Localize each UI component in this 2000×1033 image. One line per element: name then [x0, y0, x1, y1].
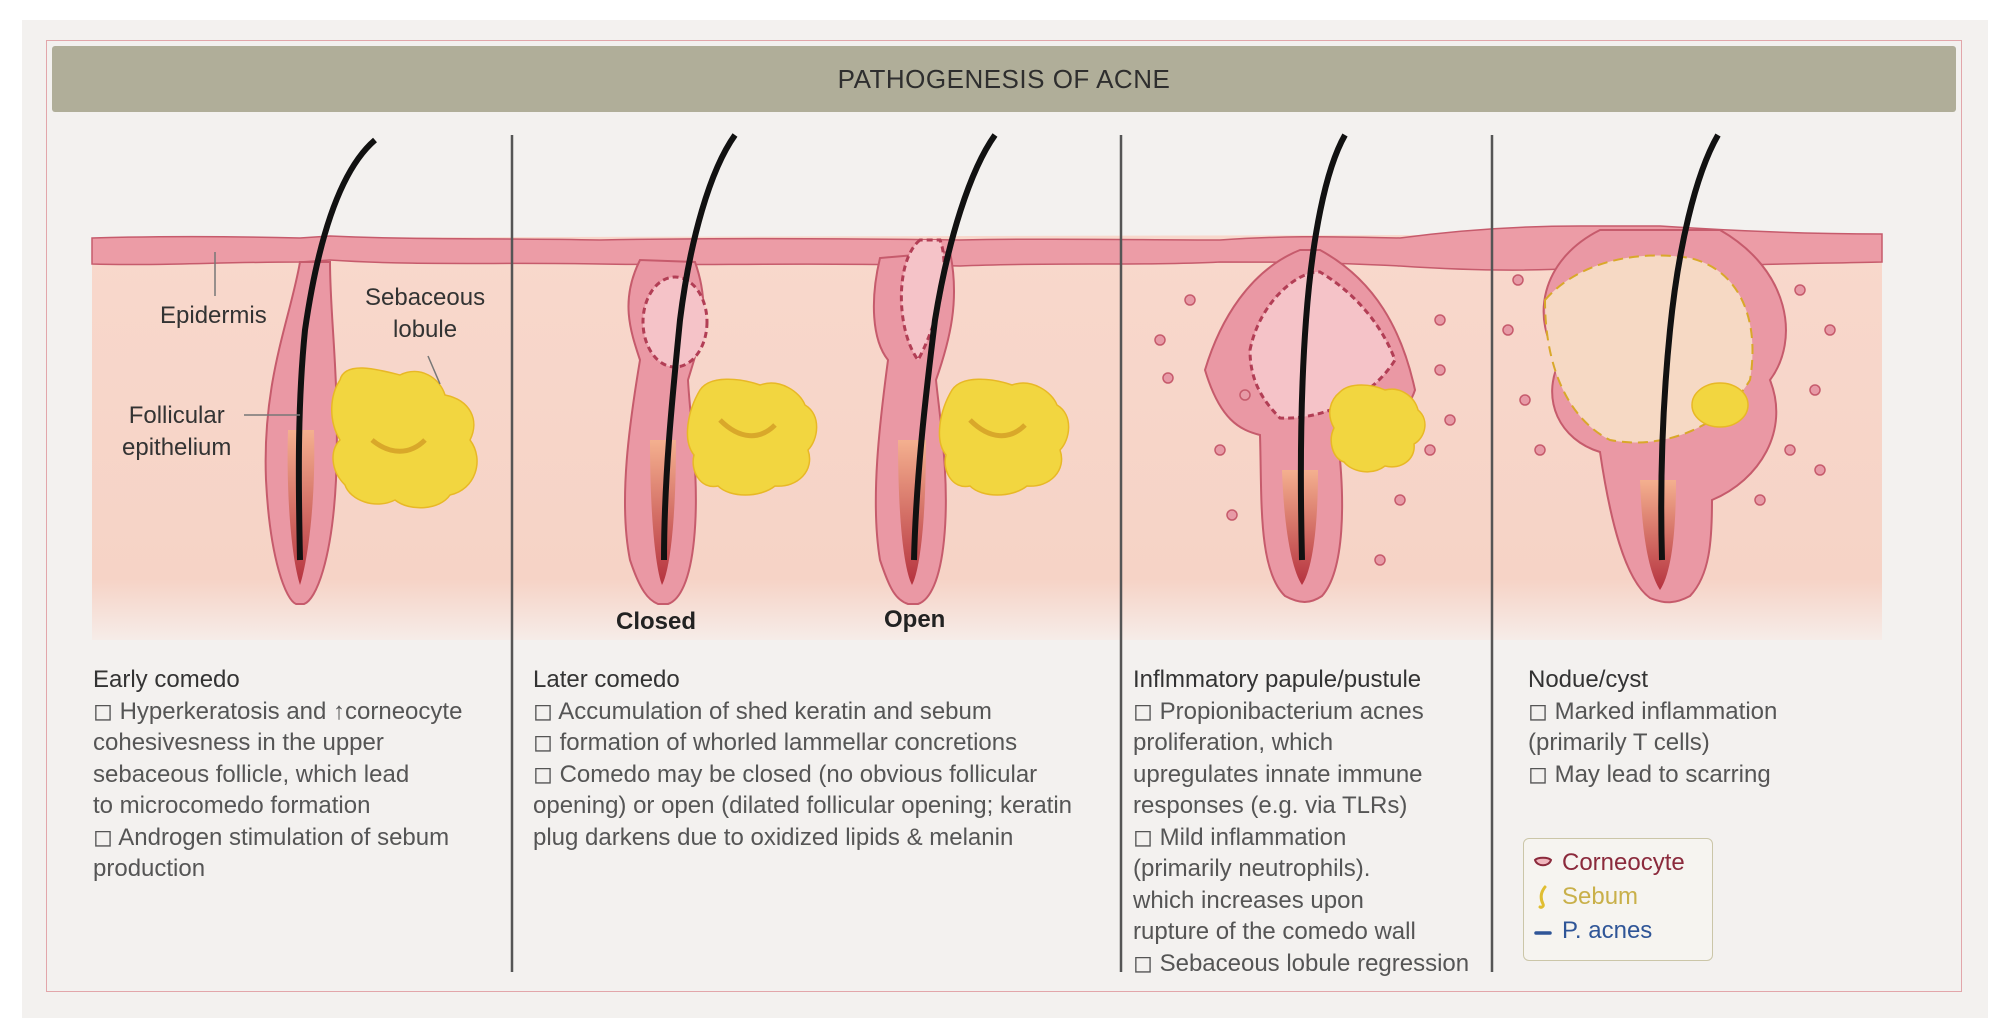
panel-line: responses (e.g. via TLRs) [1133, 792, 1408, 819]
label-sebaceous-lobule: Sebaceous lobule [365, 284, 486, 343]
figure-title: PATHOGENESIS OF ACNE [52, 46, 1956, 112]
panel-nodule-cyst: Nodue/cyst ◻ Marked inflammation (primar… [1528, 664, 1777, 790]
panel-line: ◻ Marked inflammation [1528, 697, 1778, 725]
label-epidermis: Epidermis [160, 302, 267, 329]
comedo-plug-open [899, 238, 946, 363]
panel-papule-pustule: Inflmmatory papule/pustule ◻ Propionibac… [1133, 664, 1469, 979]
panel-line: (primarily T cells) [1528, 729, 1710, 756]
legend-label: Corneocyte [1562, 849, 1685, 876]
panel-line: cohesivesness in the upper [93, 729, 384, 756]
panel-line: ◻ Mild inflammation [1133, 823, 1347, 851]
panel-line: ◻ Androgen stimulation of sebum [93, 823, 450, 851]
corneocyte-icon [1533, 856, 1553, 867]
panel-heading: Early comedo [93, 666, 240, 693]
label-closed: Closed [616, 608, 697, 635]
sebaceous-gland [331, 367, 478, 509]
legend-label: Sebum [1562, 883, 1639, 910]
panel-line: proliferation, which [1133, 729, 1334, 756]
follicle-papule [1154, 133, 1456, 603]
follicle-open [872, 133, 1070, 605]
panel-line: ◻ May lead to scarring [1528, 760, 1771, 788]
figure-border [46, 40, 1962, 992]
sebum-icon [1538, 885, 1547, 909]
panel-line: ◻ Sebaceous lobule regression [1133, 949, 1470, 977]
legend: Corneocyte Sebum P. acnes [1523, 838, 1713, 961]
label-open: Open [884, 606, 946, 633]
panel-line: rupture of the comedo wall [1133, 918, 1416, 945]
panel-line: ◻ Comedo may be closed (no obvious folli… [533, 760, 1038, 788]
legend-item-p-acnes: P. acnes [1524, 915, 1652, 947]
label-follicular-epithelium: Follicular epithelium [122, 402, 232, 461]
p-acnes-icon [1534, 931, 1552, 935]
panel-line: which increases upon [1133, 886, 1364, 914]
panel-heading: Later comedo [533, 666, 680, 693]
follicle-nodule [1502, 133, 1836, 604]
panel-line: plug darkens due to oxidized lipids & me… [533, 823, 1014, 851]
legend-label: P. acnes [1562, 917, 1653, 944]
panel-line: ◻ formation of whorled lammellar concret… [533, 729, 1018, 756]
panel-line: ◻ Accumulation of shed keratin and sebum [533, 697, 992, 725]
panel-line: production [93, 855, 206, 882]
panel-heading: Nodue/cyst [1528, 666, 1649, 693]
legend-item-corneocyte: Corneocyte [1524, 847, 1685, 879]
panel-line: ◻ Propionibacterium acnes [1133, 697, 1424, 725]
panel-line: to microcomedo formation [93, 792, 371, 819]
panel-line: upregulates innate immune [1133, 760, 1423, 788]
panel-line: opening) or open (dilated follicular ope… [533, 792, 1073, 819]
panel-line: sebaceous follicle, which lead [93, 760, 410, 788]
panel-early-comedo: Early comedo ◻ Hyperkeratosis and ↑corne… [93, 664, 462, 885]
legend-item-sebum: Sebum [1524, 881, 1638, 913]
panel-later-comedo: Later comedo ◻ Accumulation of shed kera… [533, 664, 1072, 853]
panel-line: (primarily neutrophils). [1133, 855, 1371, 882]
panel-heading: Inflmmatory papule/pustule [1133, 666, 1422, 693]
follicle-closed [624, 133, 818, 605]
panel-line: ◻ Hyperkeratosis and ↑corneocyte [93, 697, 463, 725]
follicle-early [214, 137, 478, 605]
